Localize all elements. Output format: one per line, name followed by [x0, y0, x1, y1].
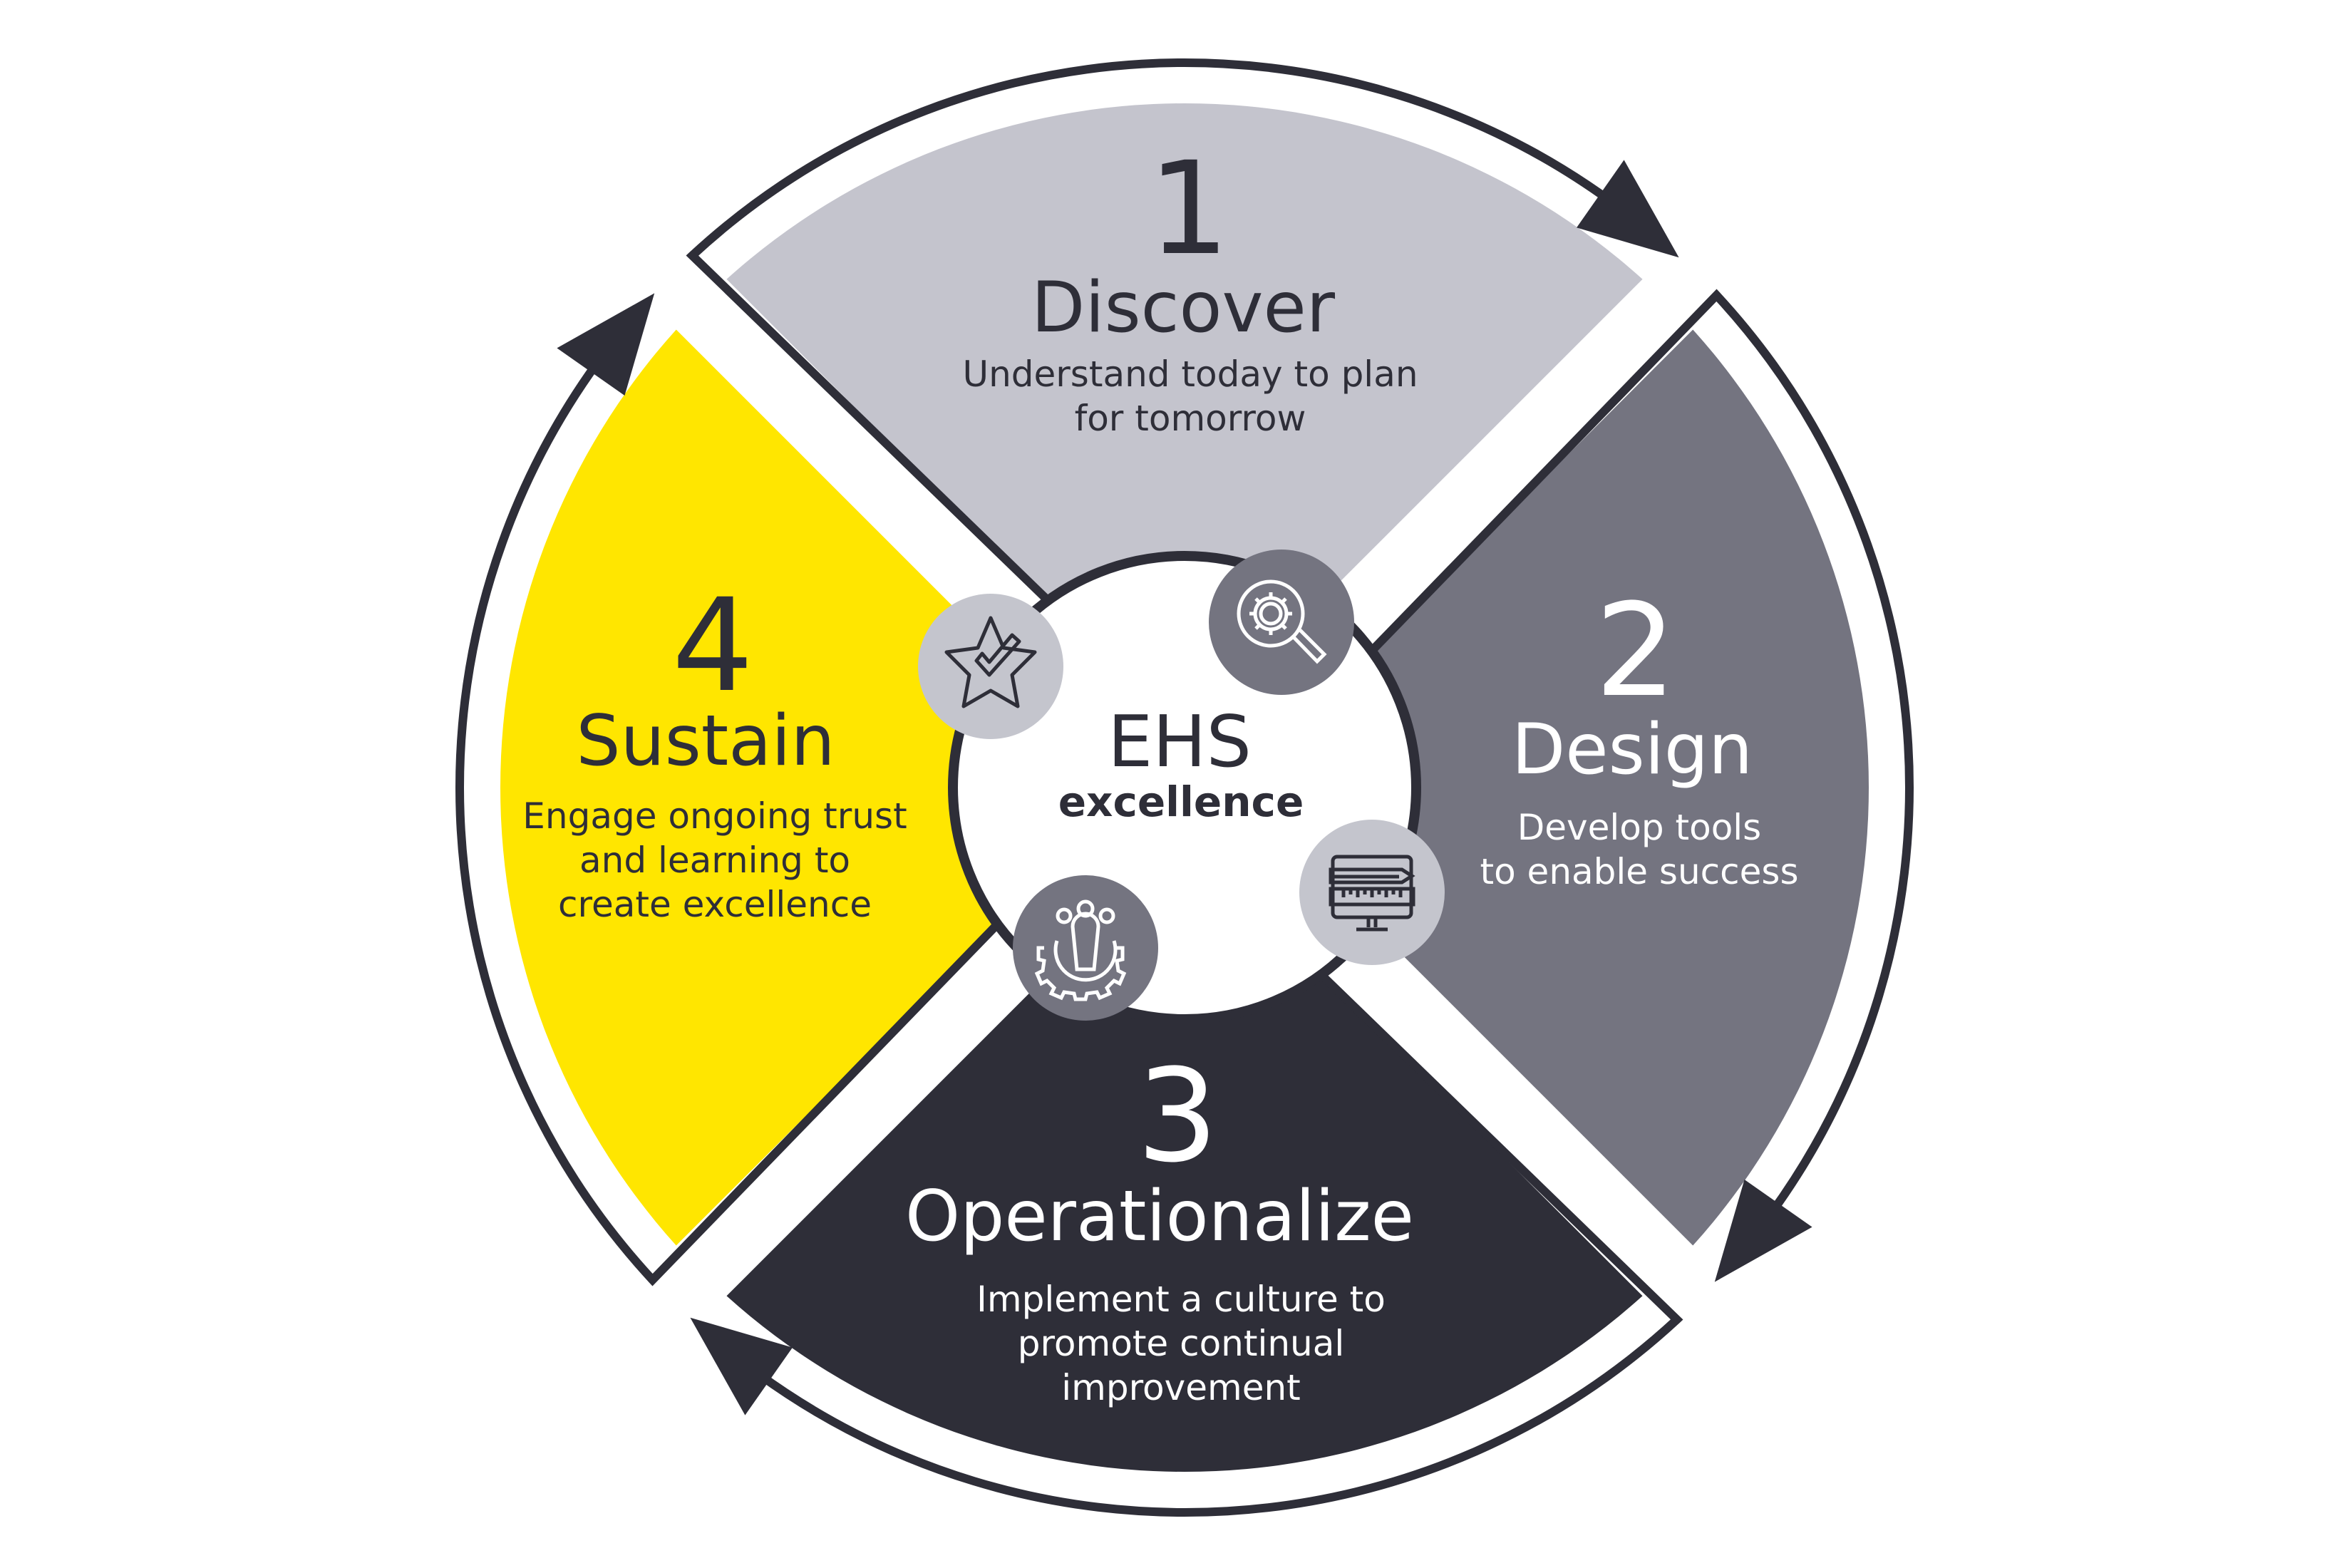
magnifier-gear-icon	[1209, 550, 1354, 695]
phase-sustain: 4 Sustain Engage ongoing trust and learn…	[522, 572, 907, 925]
cycle-ring-segment	[1371, 289, 1914, 1217]
center-subtitle: excellence	[1058, 778, 1304, 826]
phase-desc-line: Engage ongoing trust	[522, 795, 907, 837]
phase-number: 1	[1148, 135, 1230, 284]
phase-number: 4	[672, 572, 754, 721]
phase-desc-line: create excellence	[558, 884, 872, 925]
phase-design: 2 Design Develop tools to enable success	[1480, 577, 1798, 892]
arrowhead-icon	[690, 1317, 793, 1415]
phase-operationalize: 3 Operationalize Implement a culture to …	[905, 1042, 1414, 1408]
cycle-ring-segment	[686, 58, 1614, 602]
phase-desc-line: to enable success	[1480, 851, 1798, 892]
pencil-ruler-monitor-icon	[1299, 820, 1445, 965]
sector-operationalize	[726, 977, 1643, 1472]
phase-desc-line: promote continual	[1018, 1323, 1345, 1364]
sector-discover	[726, 103, 1643, 598]
phase-desc-line: Understand today to plan	[962, 354, 1418, 395]
cycle-ring-segment	[455, 359, 999, 1286]
phase-number: 2	[1595, 577, 1677, 726]
phase-desc-line: Develop tools	[1517, 807, 1761, 848]
phase-desc-line: improvement	[1061, 1367, 1301, 1408]
phase-title: Operationalize	[905, 1176, 1414, 1257]
phase-desc-line: for tomorrow	[1075, 398, 1306, 439]
arrowhead-icon	[557, 293, 655, 396]
star-check-icon	[918, 594, 1063, 739]
phase-number: 3	[1137, 1042, 1219, 1191]
phase-title: Sustain	[576, 701, 835, 782]
center-title: EHS	[1108, 700, 1252, 783]
phase-title: Discover	[1031, 267, 1336, 349]
phase-discover: 1 Discover Understand today to plan for …	[962, 135, 1418, 439]
people-gear-icon	[1013, 875, 1158, 1021]
arrowhead-icon	[1714, 1180, 1812, 1282]
sector-sustain	[500, 329, 995, 1246]
phase-title: Design	[1512, 709, 1753, 790]
cycle-ring-segment	[755, 974, 1683, 1517]
phase-desc-line: and learning to	[579, 840, 850, 881]
phase-desc-line: Implement a culture to	[976, 1279, 1386, 1320]
arrowhead-icon	[1577, 160, 1679, 258]
sector-design	[1374, 329, 1869, 1246]
